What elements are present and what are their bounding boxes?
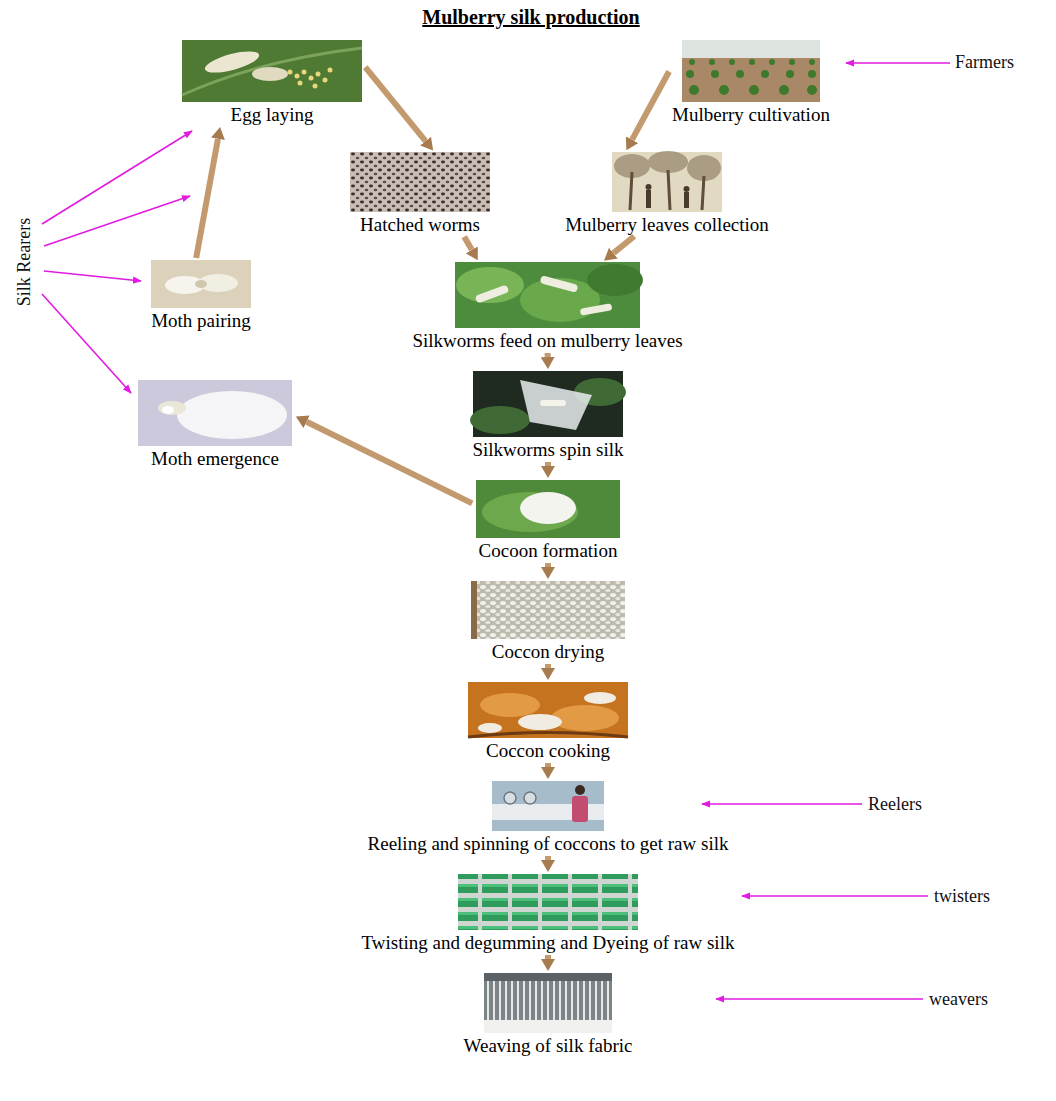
cocoon-drying-photo — [471, 581, 625, 639]
photo-slot — [473, 371, 623, 437]
flow-arrow — [545, 462, 551, 466]
step-node: Cocoon formation — [474, 480, 622, 561]
step-node: Silkworms feed on mulberry leaves — [410, 262, 685, 351]
step-caption: Silkworms feed on mulberry leaves — [410, 330, 685, 351]
feeding-photo — [455, 262, 643, 328]
step-caption: Coccon drying — [469, 641, 627, 662]
pointer-arrow — [742, 895, 928, 897]
pointer-arrow — [846, 62, 950, 64]
diagram-title: Mulberry silk production — [422, 5, 639, 29]
leaf-collection-photo — [612, 151, 722, 212]
flow-arrow — [196, 139, 218, 258]
step-node: Moth pairing — [149, 260, 253, 331]
pointer-arrow — [42, 131, 192, 224]
step-caption: Egg laying — [180, 104, 364, 125]
mulberry-field-photo — [682, 40, 820, 102]
step-node: Hatched worms — [348, 152, 492, 235]
step-node: Weaving of silk fabric — [462, 973, 635, 1056]
step-caption: Mulberry leaves collection — [563, 214, 771, 235]
pointer-arrow — [44, 271, 141, 281]
step-caption: Hatched worms — [348, 214, 492, 235]
step-caption: Twisting and degumming and Dyeing of raw… — [360, 932, 737, 953]
step-node: Moth emergence — [136, 380, 294, 469]
role-label: Silk Rearers — [13, 218, 35, 306]
flow-arrow — [545, 955, 551, 959]
pointer-arrow — [42, 294, 131, 393]
pointer-arrow — [716, 998, 923, 1000]
photo-slot — [476, 480, 620, 538]
reeling-photo — [492, 781, 604, 831]
step-node: Coccon cooking — [466, 682, 630, 761]
flow-arrow — [545, 763, 551, 767]
flow-arrow — [545, 563, 551, 567]
step-caption: Moth pairing — [149, 310, 253, 331]
flow-arrow — [632, 72, 669, 140]
hatched-worms-photo — [350, 152, 490, 212]
step-caption: Mulberry cultivation — [670, 104, 832, 125]
step-node: Coccon drying — [469, 581, 627, 662]
flow-arrow — [365, 67, 425, 141]
flow-arrow — [545, 856, 551, 860]
role-label: Farmers — [955, 51, 1014, 73]
photo-slot — [468, 682, 628, 738]
role-pointers — [42, 63, 950, 999]
pointer-arrow — [702, 803, 862, 805]
step-node: Silkworms spin silk — [471, 371, 626, 460]
step-node: Twisting and degumming and Dyeing of raw… — [360, 874, 737, 953]
step-caption: Weaving of silk fabric — [462, 1035, 635, 1056]
role-label: weavers — [929, 988, 988, 1010]
photo-slot — [612, 152, 722, 212]
twisting-photo — [458, 874, 638, 930]
weaving-photo — [484, 973, 612, 1033]
flow-arrow — [464, 237, 472, 250]
step-caption: Silkworms spin silk — [471, 439, 626, 460]
moth-emergence-photo — [138, 380, 292, 446]
photo-slot — [182, 40, 362, 102]
step-node: Mulberry cultivation — [670, 40, 832, 125]
pointer-arrow — [44, 196, 190, 246]
step-node: Mulberry leaves collection — [563, 152, 771, 235]
flow-arrow — [545, 353, 551, 357]
photo-slot — [138, 380, 292, 446]
photo-slot — [455, 262, 640, 328]
step-node: Egg laying — [180, 40, 364, 125]
flow-arrow — [613, 236, 634, 253]
photo-slot — [471, 581, 625, 639]
cocoon-photo — [476, 480, 620, 538]
photo-slot — [350, 152, 490, 212]
photo-slot — [151, 260, 251, 308]
photo-slot — [492, 781, 604, 831]
photo-slot — [458, 874, 638, 930]
flow-arrow — [545, 664, 551, 668]
step-node: Reeling and spinning of coccons to get r… — [366, 781, 731, 854]
step-caption: Reeling and spinning of coccons to get r… — [366, 833, 731, 854]
step-caption: Moth emergence — [136, 448, 294, 469]
cocoon-cooking-photo — [468, 682, 628, 738]
flow-arrow — [307, 422, 473, 504]
step-caption: Coccon cooking — [466, 740, 630, 761]
step-caption: Cocoon formation — [474, 540, 622, 561]
photo-slot — [682, 40, 820, 102]
photo-slot — [484, 973, 612, 1033]
role-label: Reelers — [868, 793, 922, 815]
moth-pairing-photo — [151, 260, 251, 308]
egg-laying-photo — [182, 40, 362, 102]
spinning-photo — [470, 371, 626, 437]
role-label: twisters — [934, 885, 990, 907]
